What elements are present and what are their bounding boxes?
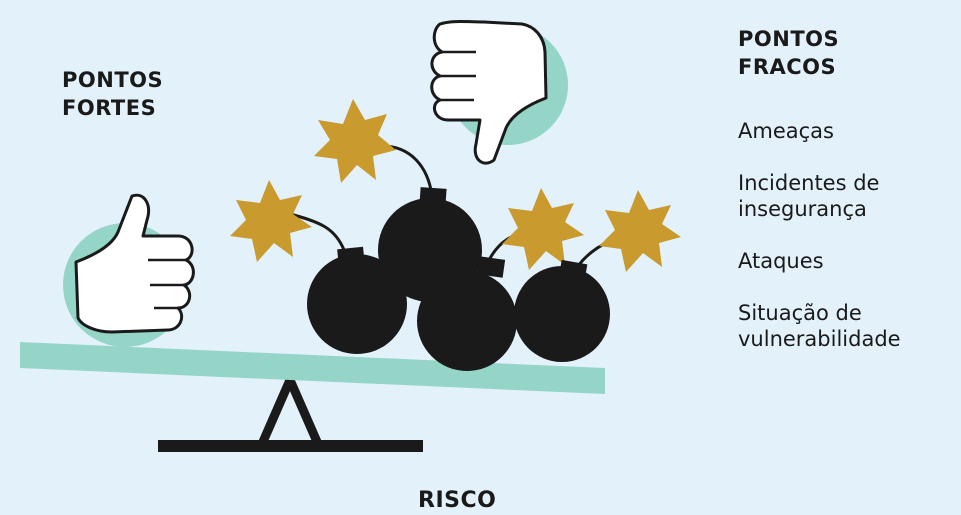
thumbs-up-icon — [63, 195, 193, 347]
scale-stand — [158, 380, 423, 452]
weaknesses-list: Ameaças Incidentes de insegurança Ataque… — [738, 118, 901, 378]
risk-label: RISCO — [418, 488, 496, 514]
weakness-item-incidents: Incidentes de insegurança — [738, 170, 901, 222]
scale-beam — [20, 342, 605, 394]
weakness-item-attacks: Ataques — [738, 248, 901, 274]
weaknesses-title: PONTOS FRACOS — [738, 25, 839, 81]
weakness-item-vulnerability: Situação de vulnerabilidade — [738, 300, 901, 352]
strengths-title: PONTOS FORTES — [62, 66, 163, 122]
thumbs-down-icon — [432, 22, 568, 164]
weakness-item-threats: Ameaças — [738, 118, 901, 144]
